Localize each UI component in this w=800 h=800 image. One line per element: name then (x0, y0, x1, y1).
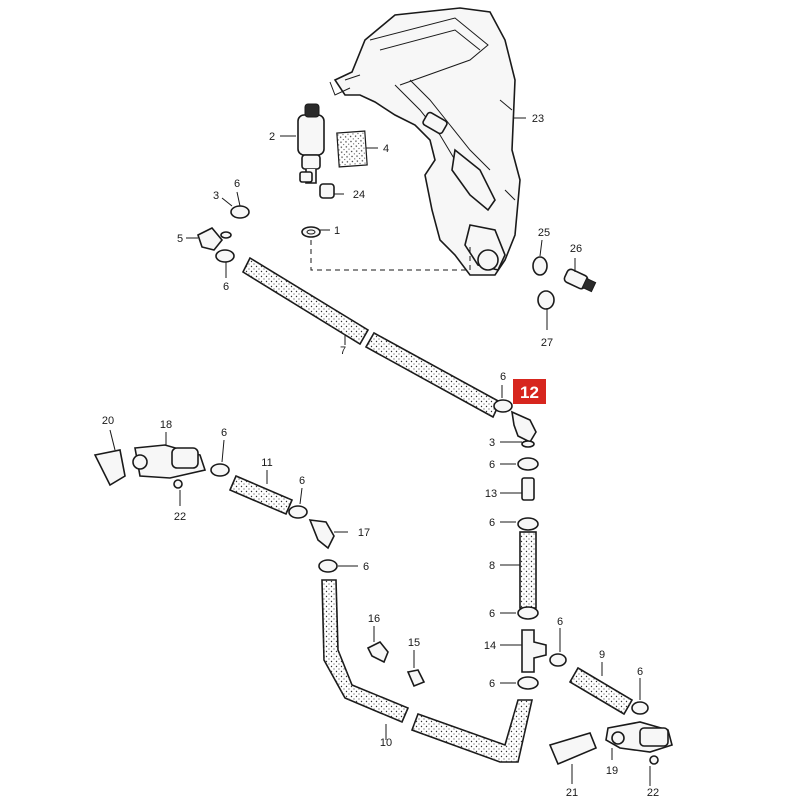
part-label-11: 11 (261, 457, 272, 469)
part-label-17: 17 (358, 527, 370, 539)
part-label-10: 10 (380, 737, 392, 749)
part-label-4: 4 (383, 143, 389, 155)
washer-fluid-reservoir (329, 7, 521, 276)
leader-lines (109, 117, 651, 786)
part-label-23: 23 (532, 113, 544, 125)
part-label-20: 20 (102, 415, 114, 427)
part-label-26: 26 (570, 243, 582, 255)
part-label-6: 6 (299, 475, 305, 487)
part-label-7: 7 (340, 345, 346, 357)
part-label-22: 22 (647, 787, 659, 799)
elbow-connector-upper (197, 171, 313, 263)
part-label-19: 19 (606, 765, 618, 777)
part-label-27: 27 (541, 337, 553, 349)
part-label-18: 18 (160, 419, 172, 431)
hose-lower (321, 579, 534, 763)
part-label-24: 24 (353, 189, 365, 201)
part-label-3: 3 (489, 437, 495, 449)
part-label-2: 2 (269, 131, 275, 143)
part-label-12: 12 (520, 383, 539, 402)
nozzle-right (548, 721, 673, 766)
part-label-6: 6 (489, 678, 495, 690)
part-label-1: 1 (334, 225, 340, 237)
part-label-6: 6 (489, 459, 495, 471)
part-label-3: 3 (213, 190, 219, 202)
assembly-dash-line (310, 240, 471, 271)
part-label-16: 16 (368, 613, 380, 625)
pump-filter (336, 130, 368, 168)
part-label-6: 6 (221, 427, 227, 439)
washer-pump (297, 103, 325, 184)
part-label-14: 14 (484, 640, 496, 652)
part-label-15: 15 (408, 637, 420, 649)
part-label-6: 6 (557, 616, 563, 628)
part-label-6: 6 (637, 666, 643, 678)
hose-clips (366, 640, 426, 688)
part-label-6: 6 (223, 281, 229, 293)
part-label-9: 9 (599, 649, 605, 661)
pump-cap (319, 183, 335, 199)
part-label-13: 13 (485, 488, 497, 500)
part-label-25: 25 (538, 227, 550, 239)
part-labels: 2 4 3 6 24 1 5 6 7 23 25 26 27 6 3 6 13 … (102, 113, 659, 799)
hose-right (549, 653, 649, 716)
level-sensor-assembly (532, 256, 597, 310)
part-label-22: 22 (174, 511, 186, 523)
highlighted-part-label-12[interactable]: 12 (513, 379, 546, 404)
part-label-6: 6 (363, 561, 369, 573)
pump-seal (301, 226, 321, 238)
hose-upper (241, 256, 502, 419)
part-label-6: 6 (489, 608, 495, 620)
part-label-8: 8 (489, 560, 495, 572)
part-label-5: 5 (177, 233, 183, 245)
highlight-box (513, 379, 546, 404)
part-label-6: 6 (500, 371, 506, 383)
part-label-6: 6 (234, 178, 240, 190)
hose-left (210, 463, 338, 573)
part-label-6: 6 (489, 517, 495, 529)
nozzle-left (93, 444, 207, 489)
part-label-21: 21 (566, 787, 578, 799)
center-junction (493, 399, 547, 690)
